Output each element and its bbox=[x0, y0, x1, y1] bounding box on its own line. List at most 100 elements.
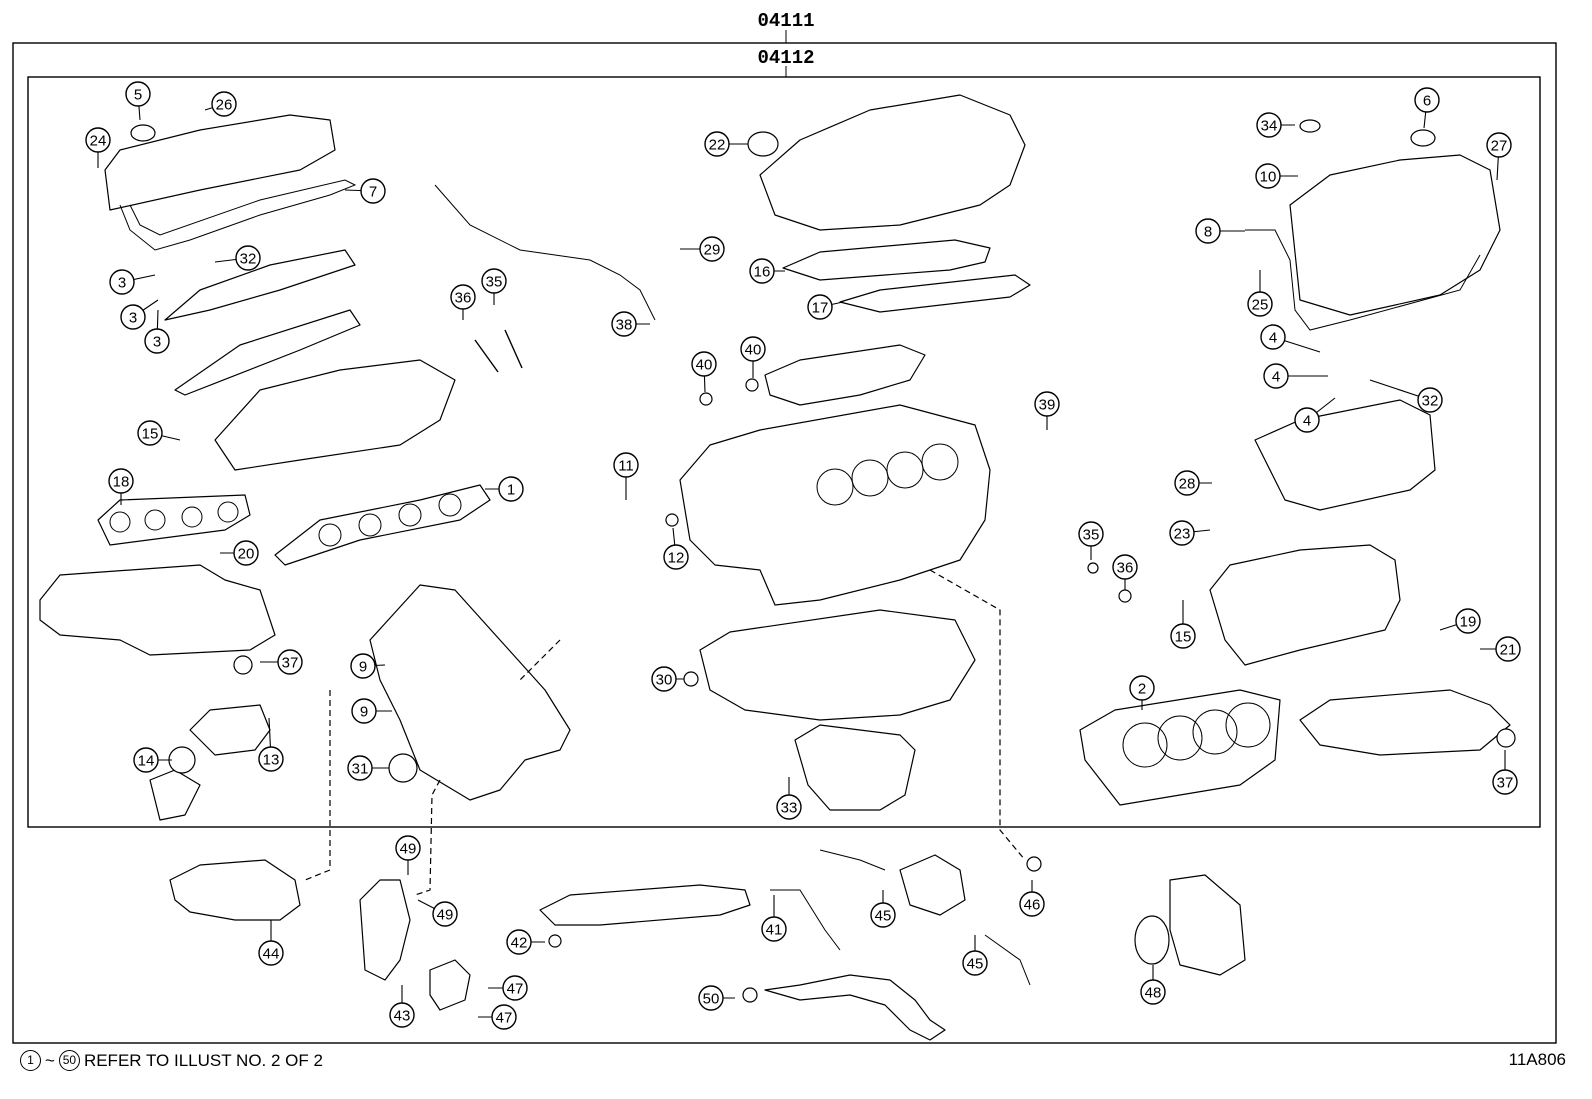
callout-circle bbox=[395, 835, 421, 861]
callout-c4b: 4 bbox=[1263, 363, 1328, 389]
callout-circle bbox=[740, 336, 766, 362]
callout-number: 31 bbox=[352, 761, 369, 778]
callout-circle bbox=[491, 1004, 517, 1030]
callout-circle bbox=[133, 747, 159, 773]
callout-circle bbox=[347, 755, 373, 781]
assembly-frame bbox=[12, 42, 1557, 1044]
callout-number: 16 bbox=[754, 264, 771, 281]
callout-circle bbox=[1019, 891, 1045, 917]
callout-number: 35 bbox=[486, 274, 503, 291]
callout-number: 22 bbox=[709, 137, 726, 154]
water-pump bbox=[169, 859, 301, 921]
callout-circle bbox=[1294, 407, 1320, 433]
callout-number: 4 bbox=[1272, 369, 1280, 386]
callout-circle bbox=[1034, 391, 1060, 417]
oil-pan-upper bbox=[699, 609, 976, 721]
callout-circle bbox=[350, 653, 376, 679]
callout-c33: 33 bbox=[776, 777, 802, 820]
range-end-circle: 50 bbox=[58, 1050, 80, 1071]
cylinder-head-rh bbox=[1209, 544, 1401, 666]
callout-number: 48 bbox=[1145, 985, 1162, 1002]
callout-c15b: 15 bbox=[1170, 600, 1196, 649]
valve-cover-lh bbox=[104, 114, 336, 211]
callout-number: 8 bbox=[1204, 224, 1212, 241]
callout-circle bbox=[663, 544, 689, 570]
callout-circle bbox=[1256, 112, 1282, 138]
callout-number: 23 bbox=[1174, 526, 1191, 543]
callout-number: 45 bbox=[967, 956, 984, 973]
callout-circle bbox=[498, 476, 524, 502]
callout-c29: 29 bbox=[680, 236, 725, 262]
callout-circle bbox=[870, 902, 896, 928]
callout-circle bbox=[233, 540, 259, 566]
callout-c4a: 4 bbox=[1260, 324, 1321, 353]
callout-c38: 38 bbox=[611, 311, 650, 337]
range-separator: ~ bbox=[45, 1050, 55, 1070]
callout-c1: 1 bbox=[485, 476, 524, 502]
callout-circle bbox=[704, 131, 730, 157]
rear-oil-seal bbox=[1134, 915, 1170, 965]
callout-number: 28 bbox=[1179, 476, 1196, 493]
callout-number: 49 bbox=[437, 907, 454, 924]
callout-circle bbox=[1140, 979, 1166, 1005]
callout-circle bbox=[1078, 521, 1104, 547]
callout-c19: 19 bbox=[1439, 608, 1481, 634]
callout-circle bbox=[761, 916, 787, 942]
callout-number: 33 bbox=[781, 800, 798, 817]
callout-circle bbox=[120, 304, 146, 330]
callout-number: 5 bbox=[134, 87, 142, 104]
callout-circle bbox=[776, 794, 802, 820]
callout-number: 27 bbox=[1491, 138, 1508, 155]
callout-number: 15 bbox=[1175, 629, 1192, 646]
callout-number: 20 bbox=[238, 546, 255, 563]
dipstick bbox=[434, 184, 656, 321]
callout-number: 49 bbox=[400, 841, 417, 858]
callout-circle bbox=[137, 420, 163, 446]
callout-c18: 18 bbox=[108, 468, 134, 505]
callout-circle bbox=[807, 294, 833, 320]
callout-number: 30 bbox=[656, 672, 673, 689]
callout-c39: 39 bbox=[1034, 391, 1060, 430]
callout-c48: 48 bbox=[1140, 965, 1166, 1005]
callout-circle bbox=[1486, 132, 1512, 158]
callout-c13: 13 bbox=[258, 717, 284, 772]
illustration-code: 11A806 bbox=[1508, 1050, 1566, 1069]
callout-c14: 14 bbox=[133, 747, 172, 773]
callout-c9a: 9 bbox=[350, 653, 386, 679]
callout-c30: 30 bbox=[651, 666, 684, 692]
callout-c10: 10 bbox=[1255, 163, 1298, 189]
exhaust-manifold-rh bbox=[1299, 689, 1511, 756]
callout-circle bbox=[1455, 608, 1481, 634]
callout-number: 9 bbox=[360, 704, 368, 721]
callout-number: 40 bbox=[696, 357, 713, 374]
footer-note-text: REFER TO ILLUST NO. 2 OF 2 bbox=[83, 1050, 323, 1070]
callout-number: 44 bbox=[263, 946, 280, 963]
callout-number: 38 bbox=[616, 317, 633, 334]
callout-number: 36 bbox=[1117, 560, 1134, 577]
callout-c43: 43 bbox=[389, 985, 415, 1028]
callout-circle bbox=[125, 81, 151, 107]
callout-number: 17 bbox=[812, 300, 829, 317]
callout-c17: 17 bbox=[807, 294, 844, 320]
callout-c15a: 15 bbox=[137, 420, 181, 446]
callout-number: 4 bbox=[1269, 330, 1277, 347]
callout-number: 26 bbox=[216, 97, 233, 114]
callout-circle bbox=[699, 236, 725, 262]
callout-number: 39 bbox=[1039, 397, 1056, 414]
oil-filler-cap-lh bbox=[130, 124, 156, 142]
callout-c37a: 37 bbox=[260, 649, 303, 675]
callout-c7: 7 bbox=[344, 178, 386, 204]
callout-number: 47 bbox=[496, 1010, 513, 1027]
callout-number: 2 bbox=[1138, 681, 1146, 698]
callout-circle bbox=[1169, 520, 1195, 546]
callout-number: 10 bbox=[1260, 169, 1277, 186]
callout-circle bbox=[258, 746, 284, 772]
callout-c16: 16 bbox=[749, 258, 785, 284]
range-start-circle: 1 bbox=[20, 1050, 41, 1071]
assembly-code: 04111 bbox=[757, 10, 814, 32]
callout-c32a: 32 bbox=[214, 245, 261, 271]
callout-number: 18 bbox=[113, 474, 130, 491]
callout-number: 9 bbox=[359, 659, 367, 676]
callout-number: 47 bbox=[507, 981, 524, 998]
